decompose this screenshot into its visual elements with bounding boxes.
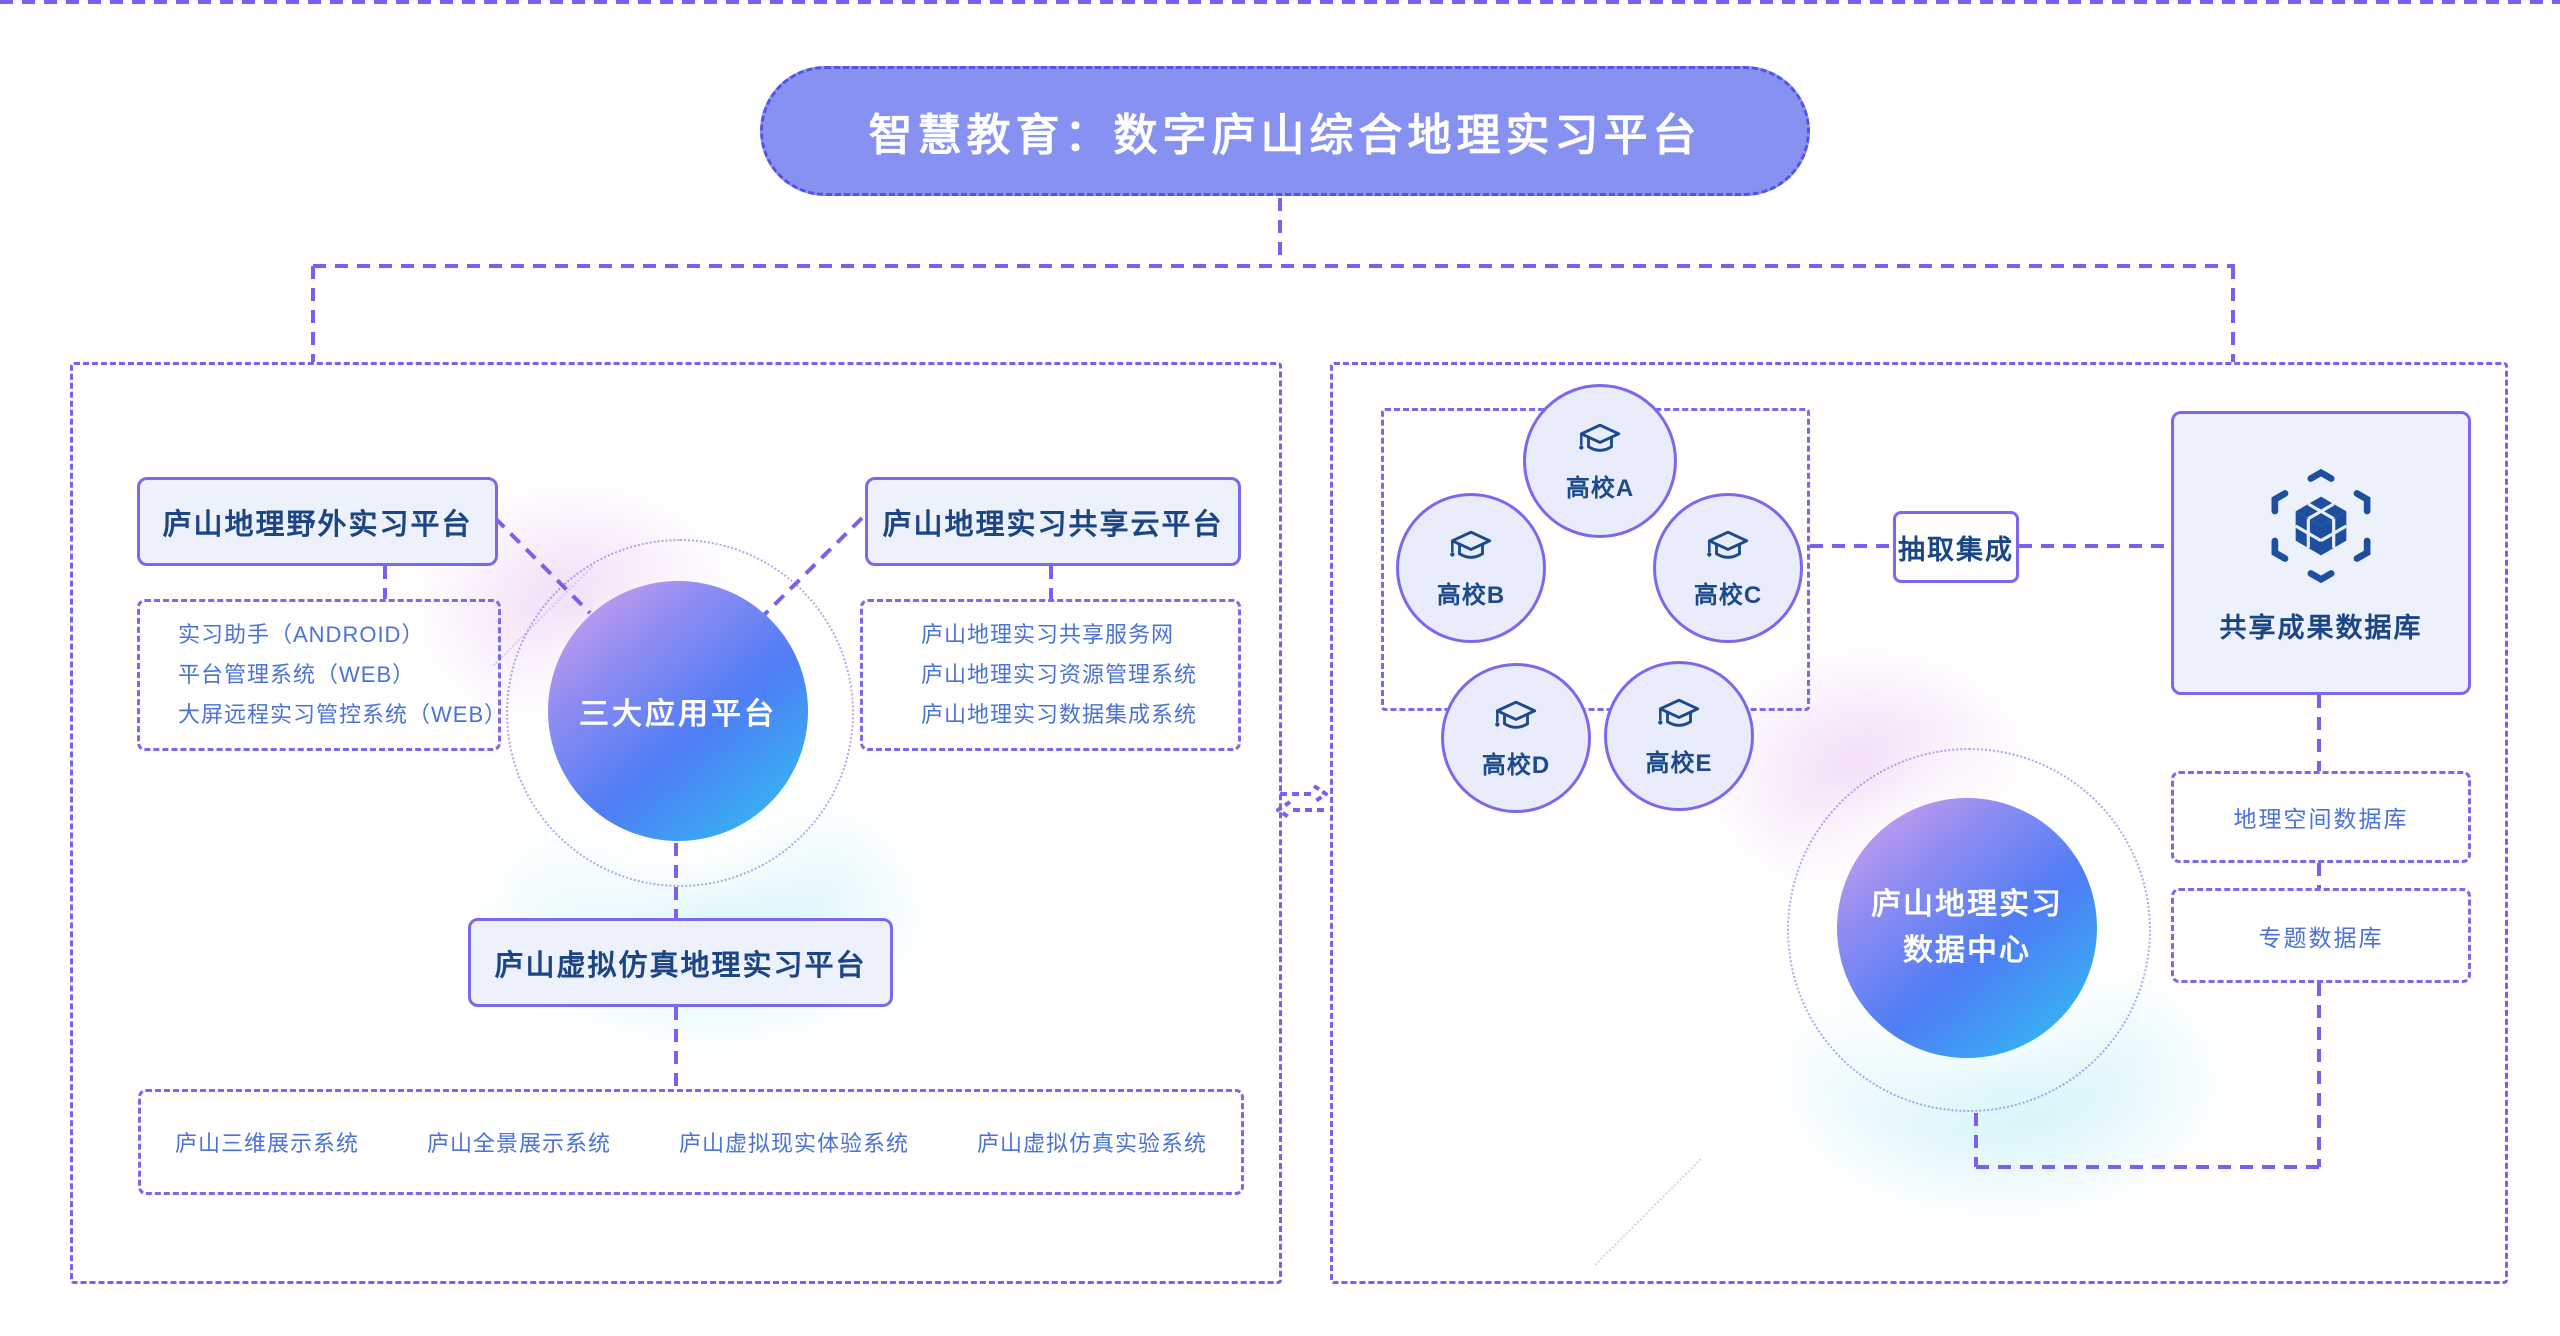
- university-c-label: 高校C: [1693, 581, 1763, 609]
- graduation-cap-icon: [1658, 698, 1700, 727]
- university-a-label: 高校A: [1565, 474, 1635, 502]
- cloud-system-item: 庐山地理实习共享服务网: [921, 622, 1175, 647]
- page-top-dashed-border: [0, 0, 2560, 4]
- swap-arrows-icon: [1276, 784, 1328, 820]
- extract-integrate-box: 抽取集成: [1893, 511, 2019, 583]
- graduation-cap-icon: [1495, 700, 1537, 729]
- connector-title-down: [1278, 198, 1282, 262]
- field-platform-label: 庐山地理野外实习平台: [162, 508, 473, 541]
- shared-results-db-label: 共享成果数据库: [2219, 612, 2423, 643]
- cloud-systems-box: 庐山地理实习共享服务网 庐山地理实习资源管理系统 庐山地理实习数据集成系统: [860, 599, 1241, 751]
- connector-cloud-to-list: [1049, 566, 1053, 599]
- vr-system-item: 庐山虚拟现实体验系统: [678, 1131, 909, 1156]
- connector-thematic-db-down: [2317, 983, 2321, 1167]
- geospatial-db-label: 地理空间数据库: [2233, 806, 2409, 832]
- vr-system-item: 庐山虚拟仿真实验系统: [976, 1131, 1207, 1156]
- university-b-circle: 高校B: [1396, 493, 1546, 643]
- vr-systems-box: 庐山三维展示系统 庐山全景展示系统 庐山虚拟现实体验系统 庐山虚拟仿真实验系统: [138, 1089, 1244, 1195]
- connector-universities-to-extract: [1810, 544, 1893, 548]
- connector-shared-db-down: [2317, 695, 2321, 771]
- three-platforms-circle: 三大应用平台: [548, 581, 808, 841]
- university-d-label: 高校D: [1481, 751, 1551, 779]
- connector-horizontal-main: [313, 264, 2235, 268]
- vr-system-item: 庐山三维展示系统: [174, 1131, 359, 1156]
- connector-field-to-list: [383, 566, 387, 599]
- connector-right-branch: [2231, 266, 2235, 362]
- extract-integrate-label: 抽取集成: [1898, 534, 2014, 565]
- vr-system-item: 庐山全景展示系统: [426, 1131, 611, 1156]
- field-system-item: 大屏远程实习管控系统（WEB）: [178, 702, 508, 727]
- graduation-cap-icon: [1579, 423, 1621, 452]
- three-platforms-label: 三大应用平台: [579, 698, 777, 731]
- field-systems-box: 实习助手（ANDROID） 平台管理系统（WEB） 大屏远程实习管控系统（WEB…: [137, 599, 508, 751]
- connector-vr-to-list: [674, 1007, 678, 1089]
- connector-circle-bottom: [1974, 1113, 1978, 1167]
- cloud-platform-box: 庐山地理实习共享云平台: [865, 477, 1241, 566]
- university-e-label: 高校E: [1645, 749, 1713, 777]
- title-pill: 智慧教育：数字庐山综合地理实习平台: [760, 66, 1810, 196]
- university-d-circle: 高校D: [1441, 663, 1591, 813]
- graduation-cap-icon: [1707, 530, 1749, 559]
- geospatial-db-box: 地理空间数据库: [2171, 771, 2471, 863]
- thematic-db-box: 专题数据库: [2171, 888, 2471, 983]
- university-a-circle: 高校A: [1523, 384, 1677, 538]
- connector-left-branch: [311, 266, 315, 362]
- university-e-circle: 高校E: [1604, 661, 1754, 811]
- university-b-label: 高校B: [1436, 581, 1506, 609]
- thematic-db-label: 专题数据库: [2258, 924, 2384, 951]
- cloud-system-item: 庐山地理实习资源管理系统: [921, 662, 1198, 687]
- shared-results-db-box: 共享成果数据库: [2171, 411, 2471, 695]
- data-center-line1: 庐山地理实习: [1871, 888, 2063, 921]
- cube-hexagon-icon: [2271, 468, 2371, 583]
- cloud-system-item: 庐山地理实习数据集成系统: [921, 702, 1198, 727]
- university-c-circle: 高校C: [1653, 493, 1803, 643]
- graduation-cap-icon: [1450, 530, 1492, 559]
- page-title: 智慧教育：数字庐山综合地理实习平台: [868, 111, 1702, 160]
- cloud-platform-label: 庐山地理实习共享云平台: [882, 508, 1224, 541]
- connector-geospatial-to-thematic: [2317, 863, 2321, 888]
- connector-bottom-horizontal: [1976, 1165, 2321, 1169]
- vr-platform-label: 庐山虚拟仿真地理实习平台: [494, 949, 867, 982]
- vr-platform-box: 庐山虚拟仿真地理实习平台: [468, 918, 893, 1007]
- field-system-item: 实习助手（ANDROID）: [178, 622, 425, 647]
- field-system-item: 平台管理系统（WEB）: [178, 662, 416, 687]
- connector-extract-to-shared-db: [2019, 544, 2171, 548]
- data-center-circle: 庐山地理实习 数据中心: [1837, 798, 2097, 1058]
- data-center-line2: 数据中心: [1903, 934, 2031, 967]
- connector-circle-to-vr: [674, 843, 678, 918]
- field-platform-box: 庐山地理野外实习平台: [137, 477, 498, 566]
